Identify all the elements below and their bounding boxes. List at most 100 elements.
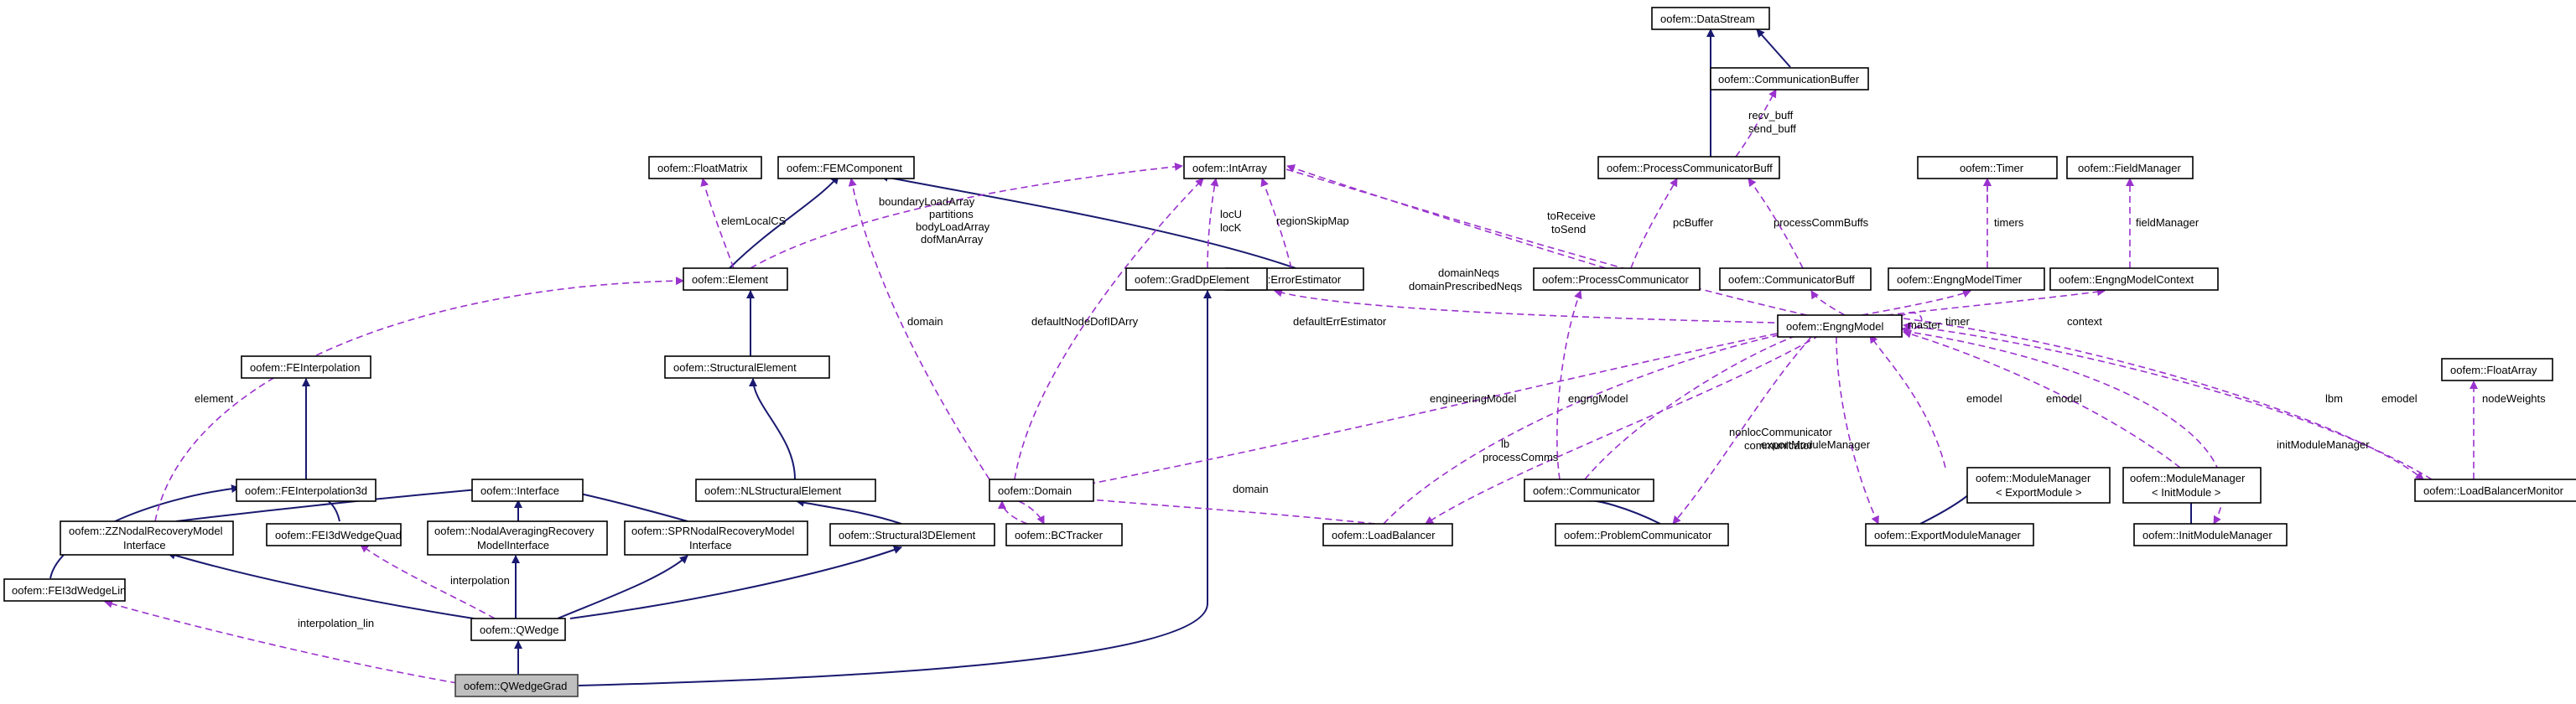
svg-text:oofem::FEI3dWedgeLin: oofem::FEI3dWedgeLin bbox=[12, 584, 126, 597]
edge-bctracker-domain bbox=[998, 500, 1028, 525]
node-loadbalancer[interactable]: oofem::LoadBalancer bbox=[1322, 523, 1453, 546]
node-loadbalancermonitor[interactable]: oofem::LoadBalancerMonitor bbox=[2414, 479, 2576, 502]
node-timer[interactable]: oofem::Timer bbox=[1917, 156, 2058, 179]
svg-text:oofem::CommunicationBuffer: oofem::CommunicationBuffer bbox=[1718, 73, 1860, 85]
svg-text:oofem::Timer: oofem::Timer bbox=[1960, 162, 2024, 174]
label-lbm: lbm bbox=[2325, 392, 2343, 405]
svg-text:oofem::SPRNodalRecoveryModel: oofem::SPRNodalRecoveryModel bbox=[631, 525, 794, 537]
edge-domain-femcomponent bbox=[848, 178, 990, 480]
nodes: oofem::DataStream oofem::CommunicationBu… bbox=[3, 7, 2576, 697]
svg-text:oofem::IntArray: oofem::IntArray bbox=[1192, 162, 1267, 174]
label-send-buff: send_buff bbox=[1748, 122, 1796, 135]
node-modulemanager-export[interactable]: oofem::ModuleManager< ExportModule > bbox=[1966, 467, 2111, 504]
edge-qwedgegrad-fei3dwedgelin bbox=[104, 599, 458, 684]
node-processcommunicator[interactable]: oofem::ProcessCommunicator bbox=[1533, 267, 1701, 291]
label-toreceive: toReceive bbox=[1547, 210, 1596, 222]
label-domainneqs: domainNeqs bbox=[1438, 267, 1499, 279]
svg-text:Interface: Interface bbox=[689, 539, 732, 551]
edge-errest-femcomponent bbox=[880, 173, 1296, 269]
node-problemcommunicator[interactable]: oofem::ProblemCommunicator bbox=[1555, 523, 1729, 546]
node-interface[interactable]: oofem::Interface bbox=[471, 479, 584, 502]
svg-text:oofem::Structural3DElement: oofem::Structural3DElement bbox=[839, 529, 976, 541]
svg-text:oofem::EngngModel: oofem::EngngModel bbox=[1786, 320, 1883, 333]
node-exportmodulemanager[interactable]: oofem::ExportModuleManager bbox=[1865, 523, 2034, 546]
label-nodeweights: nodeWeights bbox=[2482, 392, 2546, 405]
edge-communicator-engng bbox=[1584, 327, 1816, 480]
svg-text:oofem::Element: oofem::Element bbox=[692, 273, 768, 286]
svg-text:oofem::QWedge: oofem::QWedge bbox=[480, 624, 558, 636]
node-datastream[interactable]: oofem::DataStream bbox=[1651, 7, 1770, 30]
node-structuralelement[interactable]: oofem::StructuralElement bbox=[664, 355, 830, 379]
label-emodel-1: emodel bbox=[1966, 392, 2002, 405]
svg-text:oofem::FEMComponent: oofem::FEMComponent bbox=[787, 162, 902, 174]
edge-modmgr-export-engng bbox=[1869, 334, 1946, 468]
node-femcomponent[interactable]: oofem::FEMComponent bbox=[777, 156, 915, 179]
edge-loadbalancer-engng bbox=[1383, 325, 1812, 525]
label-boundaryloadarray: boundaryLoadArray bbox=[879, 195, 975, 208]
node-nodalaveragingrecovery[interactable]: oofem::NodalAveragingRecoveryModelInterf… bbox=[427, 520, 608, 556]
node-floatarray[interactable]: oofem::FloatArray bbox=[2441, 358, 2553, 381]
node-modulemanager-init[interactable]: oofem::ModuleManager< InitModule > bbox=[2122, 467, 2262, 504]
svg-text:oofem::FloatArray: oofem::FloatArray bbox=[2450, 364, 2537, 376]
edge-commbuffer-datastream bbox=[1756, 28, 1791, 68]
label-processcommbuffs: processCommBuffs bbox=[1774, 216, 1869, 229]
svg-text:oofem::InitModuleManager: oofem::InitModuleManager bbox=[2142, 529, 2272, 541]
svg-text:< InitModule >: < InitModule > bbox=[2152, 486, 2220, 499]
node-feinterpolation3d[interactable]: oofem::FEInterpolation3d bbox=[236, 479, 377, 502]
svg-text:oofem::ZZNodalRecoveryModel: oofem::ZZNodalRecoveryModel bbox=[69, 525, 223, 537]
label-partitions: partitions bbox=[929, 208, 974, 220]
edge-domain-engng bbox=[1056, 325, 1804, 491]
svg-text:oofem::LoadBalancerMonitor: oofem::LoadBalancerMonitor bbox=[2423, 484, 2564, 497]
svg-text:oofem::GradDpElement: oofem::GradDpElement bbox=[1135, 273, 1249, 286]
label-nonloccommunicator: nonlocCommunicator bbox=[1729, 426, 1833, 438]
label-interpolation: interpolation bbox=[450, 574, 510, 587]
label-context: context bbox=[2067, 315, 2102, 328]
label-regionskipmap: regionSkipMap bbox=[1276, 215, 1349, 227]
edge-errest-intarray bbox=[1260, 178, 1292, 269]
node-floatmatrix[interactable]: oofem::FloatMatrix bbox=[648, 156, 762, 179]
edge-element-intarray bbox=[750, 162, 1183, 269]
node-fei3dwedgelin[interactable]: oofem::FEI3dWedgeLin bbox=[3, 578, 126, 602]
node-element[interactable]: oofem::Element bbox=[683, 267, 788, 291]
node-fei3dwedgequad[interactable]: oofem::FEI3dWedgeQuad bbox=[266, 523, 402, 546]
node-qwedge[interactable]: oofem::QWedge bbox=[470, 618, 566, 641]
svg-text:oofem::EngngModelContext: oofem::EngngModelContext bbox=[2059, 273, 2194, 286]
svg-text:oofem::Communicator: oofem::Communicator bbox=[1533, 484, 1641, 497]
svg-text:oofem::ExportModuleManager: oofem::ExportModuleManager bbox=[1874, 529, 2022, 541]
node-engngmodeltimer[interactable]: oofem::EngngModelTimer bbox=[1888, 267, 2045, 291]
edge-engng-context bbox=[1886, 287, 2106, 316]
node-qwedgegrad[interactable]: oofem::QWedgeGrad bbox=[454, 674, 579, 697]
node-intarray[interactable]: oofem::IntArray bbox=[1183, 156, 1285, 179]
edge-element-floatmatrix bbox=[700, 178, 735, 269]
node-graddpelement[interactable]: oofem::GradDpElement bbox=[1125, 267, 1268, 291]
svg-text:oofem::NLStructuralElement: oofem::NLStructuralElement bbox=[704, 484, 842, 497]
edge-engng-commbuff bbox=[1810, 290, 1846, 316]
label-recv-buff: recv_buff bbox=[1748, 109, 1794, 122]
node-bctracker[interactable]: oofem::BCTracker bbox=[1005, 523, 1123, 546]
node-fieldmanager[interactable]: oofem::FieldManager bbox=[2066, 156, 2194, 179]
edge-qwedge-fei3dwedgequad bbox=[360, 544, 496, 619]
edge-qwedge-struct3d bbox=[569, 546, 902, 619]
svg-text:oofem::ProcessCommunicator: oofem::ProcessCommunicator bbox=[1542, 273, 1690, 286]
node-nlstructuralelement[interactable]: oofem::NLStructuralElement bbox=[695, 479, 876, 502]
node-domain[interactable]: oofem::Domain bbox=[989, 479, 1094, 502]
svg-text:Interface: Interface bbox=[123, 539, 166, 551]
edge-engng-lbm bbox=[1903, 318, 2424, 480]
node-feinterpolation[interactable]: oofem::FEInterpolation bbox=[241, 355, 371, 379]
node-structural3delement[interactable]: oofem::Structural3DElement bbox=[829, 523, 995, 546]
label-communicator: communicator bbox=[1744, 439, 1813, 452]
node-communicatorbuff[interactable]: oofem::CommunicatorBuff bbox=[1719, 267, 1872, 291]
node-engngmodel[interactable]: oofem::EngngModel bbox=[1777, 314, 1903, 338]
svg-text:oofem::Interface: oofem::Interface bbox=[480, 484, 559, 497]
label-defaultnodedofidarry: defaultNodeDofIDArry bbox=[1031, 315, 1139, 328]
node-processcommunicatorbuff[interactable]: oofem::ProcessCommunicatorBuff bbox=[1597, 156, 1780, 179]
node-communicator[interactable]: oofem::Communicator bbox=[1524, 479, 1654, 502]
label-pcbuffer: pcBuffer bbox=[1673, 216, 1714, 229]
node-engngmodelcontext[interactable]: oofem::EngngModelContext bbox=[2049, 267, 2219, 291]
edge-modmgr-init-engng bbox=[1903, 329, 2181, 468]
node-communicationbuffer[interactable]: oofem::CommunicationBuffer bbox=[1710, 67, 1869, 91]
node-initmodulemanager[interactable]: oofem::InitModuleManager bbox=[2133, 523, 2288, 546]
